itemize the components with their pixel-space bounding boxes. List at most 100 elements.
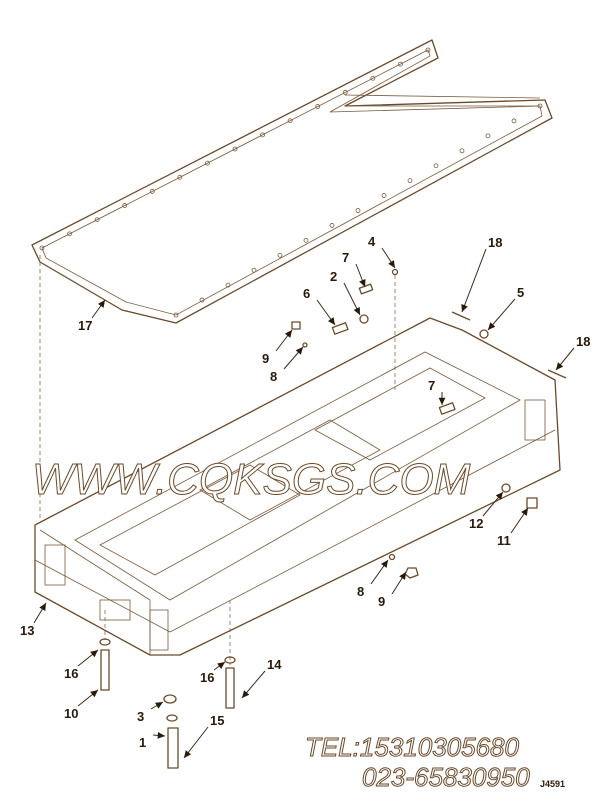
arrowhead-icon [39, 603, 46, 611]
callout-10: 10 [64, 689, 99, 721]
callout-number: 16 [200, 670, 214, 685]
arrowhead-icon [461, 304, 468, 312]
callout-number: 9 [262, 351, 269, 366]
callout-number: 16 [64, 666, 78, 681]
arrowhead-icon [90, 690, 98, 698]
arrowhead-icon [284, 330, 292, 338]
callout-number: 7 [342, 250, 349, 265]
callout-number: 18 [488, 235, 502, 250]
arrowhead-icon [399, 572, 406, 580]
bolt-hole [149, 189, 155, 194]
bolt-hole [177, 174, 183, 180]
callout-16: 16 [200, 661, 226, 685]
bolt-hole [205, 160, 210, 166]
callout-16: 16 [64, 649, 99, 681]
callout-6: 6 [303, 286, 336, 326]
contact-phone-text: TEL:15310305680 [305, 732, 520, 762]
callout-number: 2 [330, 269, 337, 284]
callout-number: 17 [78, 318, 92, 333]
figure-code: J4591 [540, 779, 565, 789]
callout-number: 18 [576, 334, 590, 349]
bolt-hole [433, 163, 439, 169]
arrowhead-icon [556, 362, 564, 370]
arrowhead-icon [97, 300, 105, 308]
leader-line [461, 248, 487, 313]
callout-number: 6 [303, 286, 310, 301]
bolt-hole [537, 103, 543, 109]
bolt-hole [381, 193, 387, 198]
callout-number: 15 [210, 713, 224, 728]
arrowhead-icon [242, 690, 250, 698]
callout-number: 9 [378, 594, 385, 609]
callout-9: 9 [262, 329, 293, 366]
bolt-hole [355, 208, 361, 213]
arrowhead-icon [217, 662, 225, 670]
bolt-hole [370, 75, 376, 81]
arrowhead-icon [359, 279, 366, 287]
callout-8: 8 [270, 346, 304, 384]
oil-pan-gasket [31, 39, 553, 324]
callout-9: 9 [378, 571, 407, 609]
callout-number: 8 [270, 369, 277, 384]
bolt-hole [407, 178, 413, 184]
arrowhead-icon [381, 560, 388, 568]
callout-number: 8 [357, 584, 364, 599]
callout-15: 15 [183, 713, 224, 759]
oil-pan [34, 317, 561, 656]
hardware-parts [99, 268, 567, 769]
bolt-hole [260, 132, 265, 138]
bolt-hole [277, 252, 283, 258]
bolt-hole [225, 282, 231, 288]
callout-18: 18 [555, 334, 590, 371]
arrowhead-icon [495, 492, 503, 500]
callout-7: 7 [342, 250, 366, 288]
bolt-hole [67, 231, 72, 237]
bolt-hole [398, 61, 403, 67]
bolt-hole [232, 146, 238, 152]
bolt-hole [94, 217, 100, 223]
bolt-hole [199, 297, 205, 303]
arrowhead-icon [488, 322, 496, 330]
arrowhead-icon [295, 347, 303, 355]
arrowhead-icon [155, 702, 163, 709]
arrowhead-icon [353, 307, 360, 315]
callout-5: 5 [487, 285, 524, 331]
callout-2: 2 [330, 269, 361, 316]
bolt-hole [122, 203, 128, 208]
bolt-hole [459, 148, 465, 154]
callout-18: 18 [461, 235, 502, 313]
callout-number: 1 [139, 735, 146, 750]
watermark-text: WWW.CQKSGS.COM [32, 455, 471, 504]
callout-8: 8 [357, 559, 389, 599]
callout-number: 7 [428, 378, 435, 393]
bolt-hole [342, 90, 348, 95]
bolt-hole [329, 223, 335, 228]
callout-1: 1 [139, 731, 166, 750]
arrowhead-icon [327, 317, 335, 325]
callout-number: 13 [20, 623, 34, 638]
bolt-hole [251, 267, 257, 273]
bolt-hole [315, 104, 321, 109]
arrowhead-icon [521, 508, 528, 516]
contact-landline-text: 023-65830950 [362, 762, 530, 792]
callout-number: 4 [368, 234, 376, 249]
callout-number: 14 [267, 657, 282, 672]
arrowhead-icon [184, 750, 192, 758]
callout-11: 11 [497, 507, 529, 548]
arrowhead-icon [90, 650, 98, 658]
callout-14: 14 [241, 657, 282, 699]
bolt-hole [303, 237, 309, 243]
callout-number: 12 [469, 516, 483, 531]
callout-number: 3 [137, 709, 144, 724]
bolt-hole [287, 118, 293, 124]
bolt-hole [173, 312, 179, 318]
callout-7: 7 [428, 378, 446, 405]
callout-13: 13 [20, 602, 47, 638]
bolt-hole [485, 133, 491, 139]
bolt-hole [511, 118, 517, 124]
arrowhead-icon [157, 731, 165, 739]
bolt-hole [425, 47, 431, 53]
callout-4: 4 [368, 234, 396, 269]
callout-number: 10 [64, 706, 78, 721]
